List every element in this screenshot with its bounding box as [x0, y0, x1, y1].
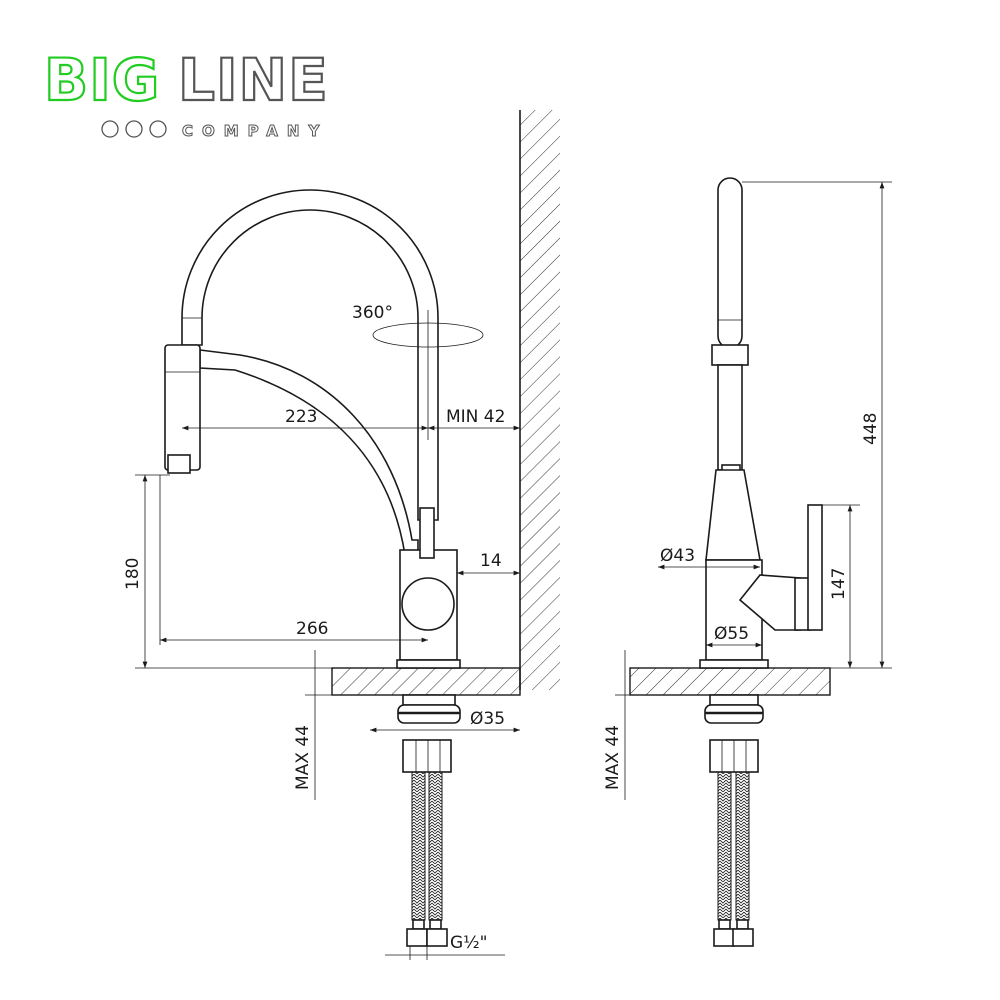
dim-lever-height: 147	[829, 568, 849, 600]
handle-knob	[401, 577, 455, 631]
body-neck	[705, 469, 761, 561]
countertop	[331, 667, 521, 696]
dim-wall-base: 14	[480, 551, 502, 571]
dim-wall-min: MIN 42	[446, 407, 505, 427]
dim-total-height: 448	[861, 413, 881, 445]
pullout-head	[164, 344, 201, 471]
logo-line: LINE	[178, 46, 329, 114]
braided-hose-right-2	[735, 771, 750, 921]
braided-hose-right-1	[717, 771, 732, 921]
spout-top	[717, 177, 743, 349]
countertop-right	[629, 667, 831, 696]
braided-hose-2	[428, 771, 443, 921]
gooseneck-spout	[181, 189, 439, 521]
side-view-left: 360° 223 MIN 42 14 266 180 MAX 44 Ø35 G½…	[123, 100, 600, 960]
logo-big: BIG	[44, 46, 160, 114]
hose-connector	[402, 739, 452, 773]
dim-hole: Ø35	[470, 709, 505, 729]
spout-arm	[199, 349, 419, 556]
braided-hose-1	[411, 771, 426, 921]
logo-company: COMPANY	[182, 122, 328, 140]
dim-counter-max-right: MAX 44	[603, 725, 623, 790]
lever	[419, 507, 435, 559]
dim-base: Ø55	[714, 624, 749, 644]
dim-thread: G½"	[450, 933, 487, 953]
dim-body: Ø43	[660, 546, 695, 566]
rotation-label: 360°	[352, 303, 393, 323]
dim-spout-height: 180	[123, 558, 143, 590]
dim-reach: 223	[285, 407, 317, 427]
hose-nut-1	[406, 928, 428, 947]
side-view-right: 448 147 Ø43 Ø55 MAX 44	[603, 177, 892, 947]
dim-total-reach: 266	[296, 619, 328, 639]
bigline-logo: BIG LINE COMPANY	[43, 45, 329, 141]
wall-hatch	[520, 110, 560, 690]
spout-ring	[711, 344, 749, 366]
hose-nut-2	[426, 928, 448, 947]
dim-counter-max-left: MAX 44	[293, 725, 313, 790]
lever-right	[807, 504, 823, 631]
